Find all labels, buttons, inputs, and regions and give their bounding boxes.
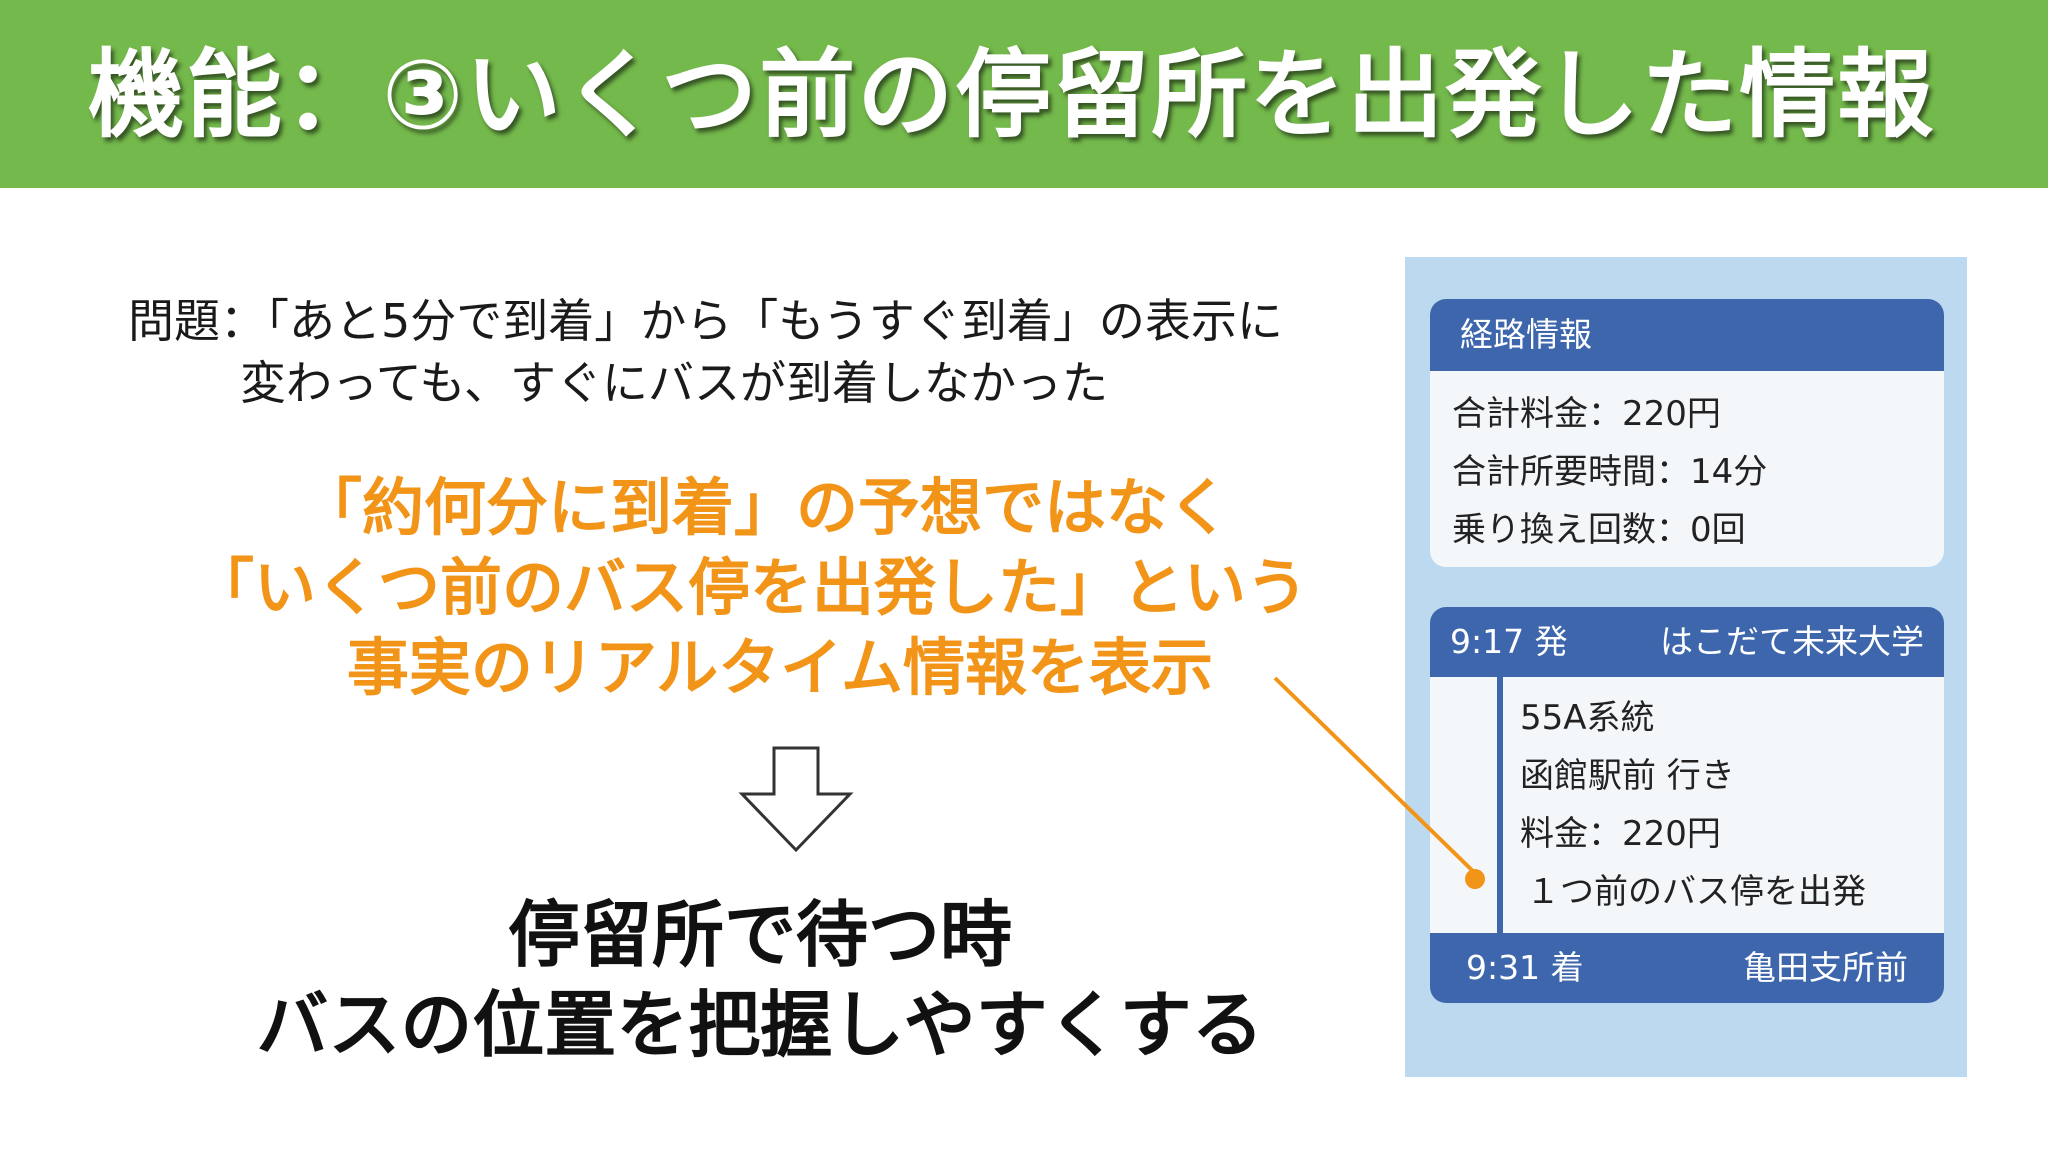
arrival-stop: 亀田支所前 [1743, 948, 1908, 987]
trip-card[interactable]: 9:17 発 はこだて未来大学 55A系統 函館駅前 行き 料金：220円 １つ… [1430, 607, 1944, 1003]
trip-fare: 料金：220円 [1520, 814, 1721, 854]
total-fare: 合計料金：220円 [1452, 394, 1721, 434]
trip-departure-bar: 9:17 発 はこだて未来大学 [1430, 607, 1944, 677]
route-number: 55A系統 [1520, 698, 1655, 738]
route-info-card: 経路情報 合計料金：220円 合計所要時間：14分 乗り換え回数：0回 [1430, 299, 1944, 567]
total-time: 合計所要時間：14分 [1452, 452, 1768, 492]
route-info-title: 経路情報 [1430, 299, 1944, 371]
highlight-line-2: 「いくつ前のバス停を出発した」という [191, 551, 1308, 624]
problem-statement: 問題：「あと5分で到着」から「もうすぐ到着」の表示に 変わっても、すぐにバスが到… [128, 290, 1283, 414]
trip-details: 55A系統 函館駅前 行き 料金：220円 １つ前のバス停を出発 [1520, 689, 1866, 921]
highlight-line-3: 事実のリアルタイム情報を表示 [346, 631, 1214, 704]
bus-position-dot [1465, 869, 1485, 889]
app-screenshot-panel: 経路情報 合計料金：220円 合計所要時間：14分 乗り換え回数：0回 9:17… [1405, 257, 1967, 1077]
transfer-count: 乗り換え回数：0回 [1452, 510, 1746, 550]
problem-line-2: 変わっても、すぐにバスが到着しなかった [240, 356, 1109, 410]
highlight-message: 「約何分に到着」の予想ではなく 「いくつ前のバス停を出発した」という 事実のリア… [190, 468, 1310, 708]
arrival-time: 9:31 着 [1466, 948, 1584, 987]
departure-time: 9:17 発 [1450, 622, 1568, 661]
conclusion-message: 停留所で待つ時 バスの位置を把握しやすくする [180, 890, 1340, 1070]
problem-line-1: 問題：「あと5分で到着」から「もうすぐ到着」の表示に [128, 294, 1283, 348]
destination: 函館駅前 行き [1520, 756, 1735, 796]
conclusion-line-2: バスの位置を把握しやすくする [256, 983, 1264, 1067]
title-bar: 機能：③いくつ前の停留所を出発した情報 [0, 0, 2048, 188]
departure-stop: はこだて未来大学 [1660, 622, 1924, 661]
highlight-line-1: 「約何分に到着」の予想ではなく [299, 471, 1230, 544]
slide-title: 機能：③いくつ前の停留所を出発した情報 [88, 39, 1936, 151]
conclusion-line-1: 停留所で待つ時 [507, 893, 1012, 977]
route-timeline [1497, 677, 1503, 933]
bus-status: １つ前のバス停を出発 [1526, 872, 1866, 912]
down-arrow-icon [738, 746, 854, 853]
trip-arrival-bar: 9:31 着 亀田支所前 [1430, 933, 1944, 1003]
